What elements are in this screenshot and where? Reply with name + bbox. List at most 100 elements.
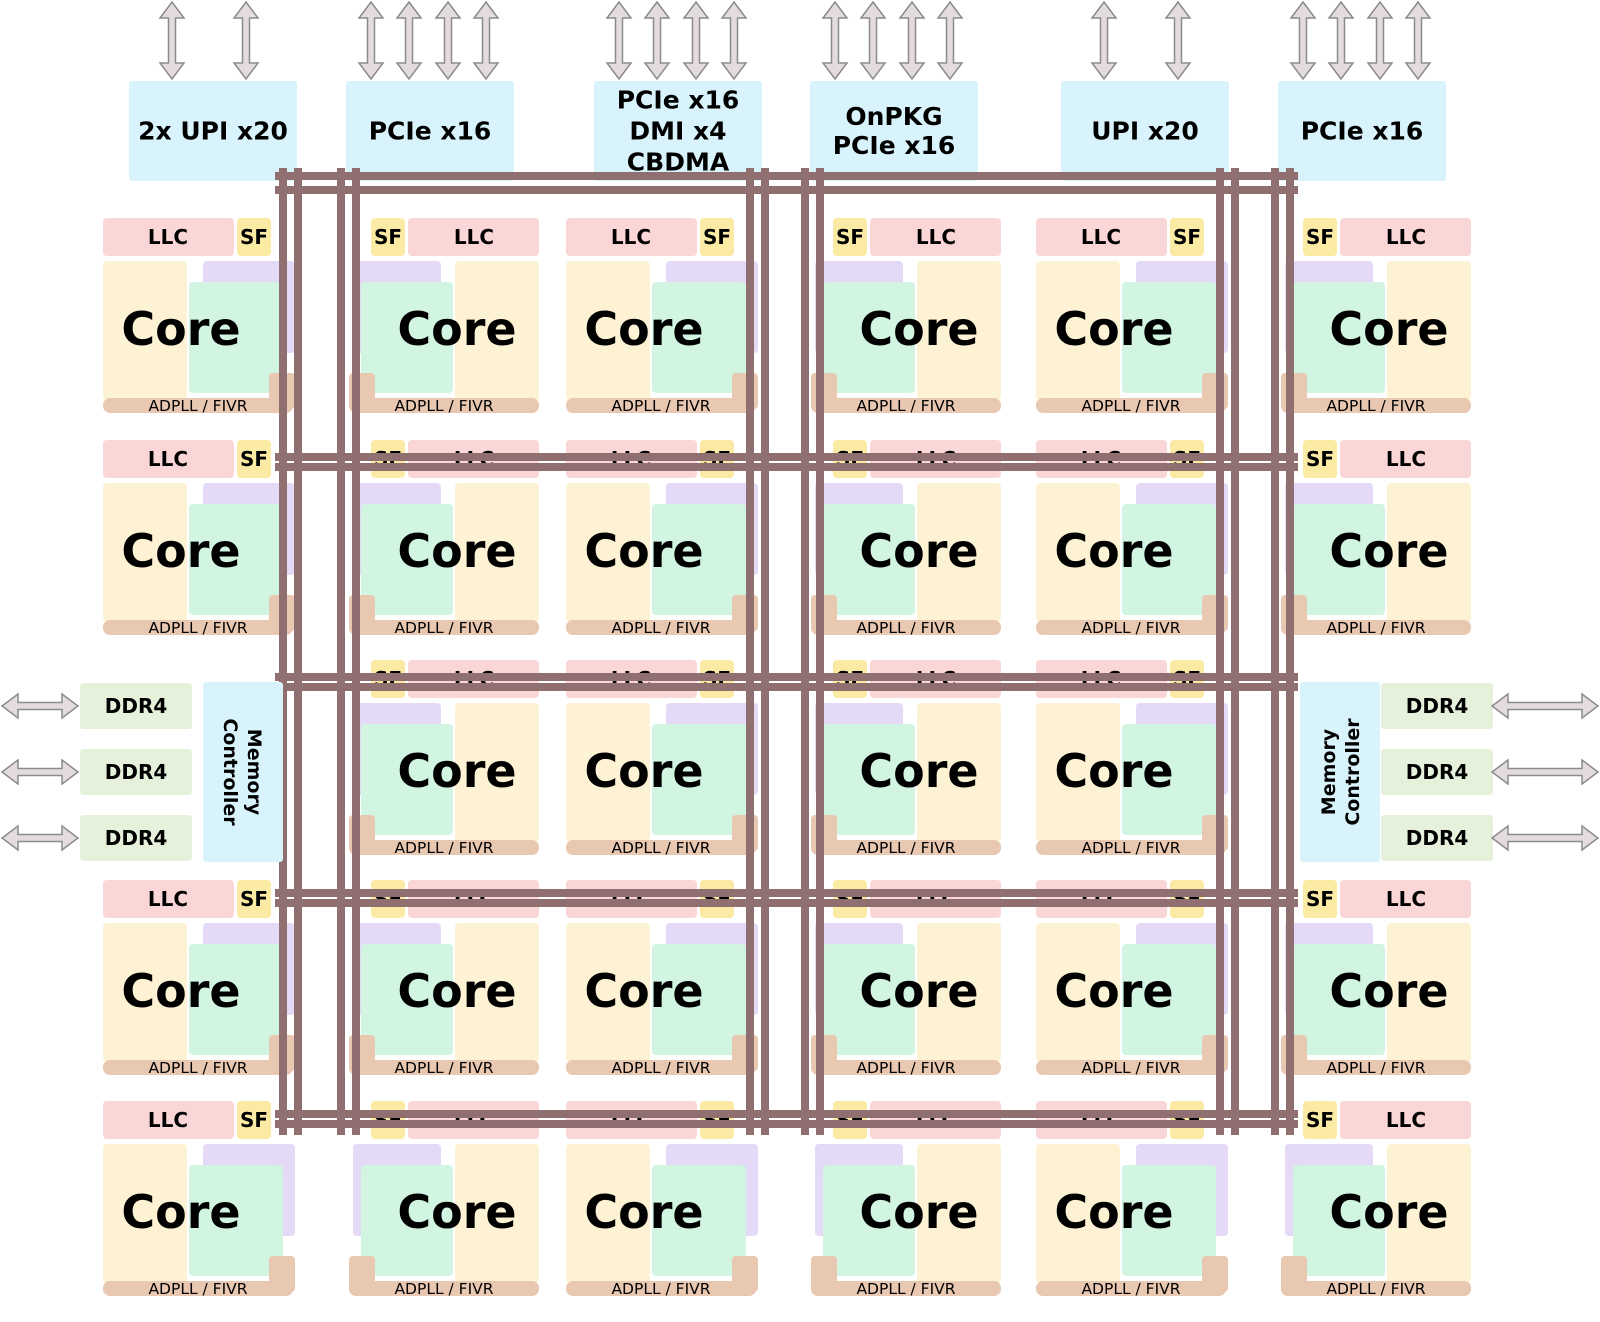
- ddr4-label: DDR4: [1406, 760, 1469, 784]
- core-label: Core: [584, 744, 703, 798]
- pll-bar: [103, 620, 293, 635]
- pll-label: ADPLL / FIVR: [1081, 397, 1180, 415]
- core-yellow-block: [566, 483, 650, 622]
- pll-label: ADPLL / FIVR: [856, 1280, 955, 1298]
- io-block-box: [1061, 81, 1229, 181]
- core-yellow-block: [103, 1144, 187, 1283]
- sf-label: SF: [1306, 887, 1334, 911]
- core-cyan-block: [1293, 504, 1385, 615]
- pll-bar: [811, 398, 1001, 413]
- ddr4-box: [80, 815, 192, 861]
- pll-bar: [1281, 620, 1471, 635]
- llc-label: LLC: [454, 225, 494, 249]
- pll-label: ADPLL / FIVR: [1326, 397, 1425, 415]
- io-block-box: [1278, 81, 1446, 181]
- core-yellow-block: [455, 703, 539, 842]
- bidirectional-arrow: [1164, 0, 1192, 81]
- core-yellow-block: [917, 923, 1001, 1062]
- io-block: PCIe x16: [346, 0, 514, 181]
- core-label: Core: [584, 964, 703, 1018]
- io-block-label: 2x UPI x20: [138, 117, 288, 146]
- llc-label: LLC: [1386, 887, 1426, 911]
- ddr4-box: [1381, 683, 1493, 729]
- core-cyan-block: [1122, 504, 1216, 615]
- sf-block: [833, 218, 867, 256]
- llc-block: [1340, 880, 1471, 918]
- ddr4-box: [1381, 749, 1493, 795]
- ddr4-box: [80, 749, 192, 795]
- core-cyan-block: [652, 504, 746, 615]
- core-yellow-block: [455, 261, 539, 400]
- bidirectional-arrow: [898, 0, 926, 81]
- sf-block: [237, 218, 271, 256]
- core-yellow-block: [1036, 483, 1120, 622]
- core-yellow-block: [455, 1144, 539, 1283]
- pll-label: ADPLL / FIVR: [148, 397, 247, 415]
- llc-block: [103, 1101, 234, 1139]
- pll-label: ADPLL / FIVR: [856, 397, 955, 415]
- pll-label: ADPLL / FIVR: [1326, 1280, 1425, 1298]
- llc-label: LLC: [1386, 447, 1426, 471]
- sf-label: SF: [1306, 447, 1334, 471]
- pll-label: ADPLL / FIVR: [856, 619, 955, 637]
- core-label: Core: [584, 1185, 703, 1239]
- core-cyan-block: [189, 282, 283, 393]
- memory-controller-label: Controller: [219, 718, 241, 826]
- pll-label: ADPLL / FIVR: [611, 1280, 710, 1298]
- llc-block: [408, 218, 539, 256]
- core-cyan-block: [361, 1165, 453, 1276]
- core-cyan-block: [1293, 944, 1385, 1055]
- sf-block: [1303, 880, 1337, 918]
- pll-label: ADPLL / FIVR: [148, 1280, 247, 1298]
- core-label: Core: [121, 302, 240, 356]
- bidirectional-arrow: [682, 0, 710, 81]
- bidirectional-arrow: [936, 0, 964, 81]
- core-label: Core: [1329, 302, 1448, 356]
- core-cyan-block: [823, 944, 915, 1055]
- core-label: Core: [397, 1185, 516, 1239]
- pll-bar: [1036, 840, 1226, 855]
- pll-bar: [566, 1060, 756, 1075]
- io-block-label: UPI x20: [1091, 117, 1199, 146]
- memory-controller-box: [203, 682, 283, 862]
- bidirectional-arrow: [0, 824, 80, 852]
- core-cyan-block: [652, 1165, 746, 1276]
- pll-bar: [103, 398, 293, 413]
- core-cyan-block: [361, 504, 453, 615]
- core-cyan-block: [189, 1165, 283, 1276]
- bidirectional-arrow: [232, 0, 260, 81]
- pll-bar: [1281, 1281, 1471, 1296]
- pll-bar: [566, 398, 756, 413]
- core-cyan-block: [189, 504, 283, 615]
- llc-label: LLC: [1081, 225, 1121, 249]
- core-yellow-block: [1036, 261, 1120, 400]
- core-label: Core: [397, 964, 516, 1018]
- bidirectional-arrow: [1404, 0, 1432, 81]
- core-label: Core: [121, 524, 240, 578]
- core-label: Core: [1329, 524, 1448, 578]
- core-label: Core: [584, 302, 703, 356]
- core-cyan-block: [1293, 282, 1385, 393]
- pll-bar: [103, 1281, 293, 1296]
- core-yellow-block: [103, 261, 187, 400]
- sf-block: [700, 218, 734, 256]
- pll-bar: [1036, 398, 1226, 413]
- core-yellow-block: [566, 923, 650, 1062]
- pll-label: ADPLL / FIVR: [1326, 1059, 1425, 1077]
- core-label: Core: [397, 302, 516, 356]
- ddr4-label: DDR4: [105, 826, 168, 850]
- bidirectional-arrow: [643, 0, 671, 81]
